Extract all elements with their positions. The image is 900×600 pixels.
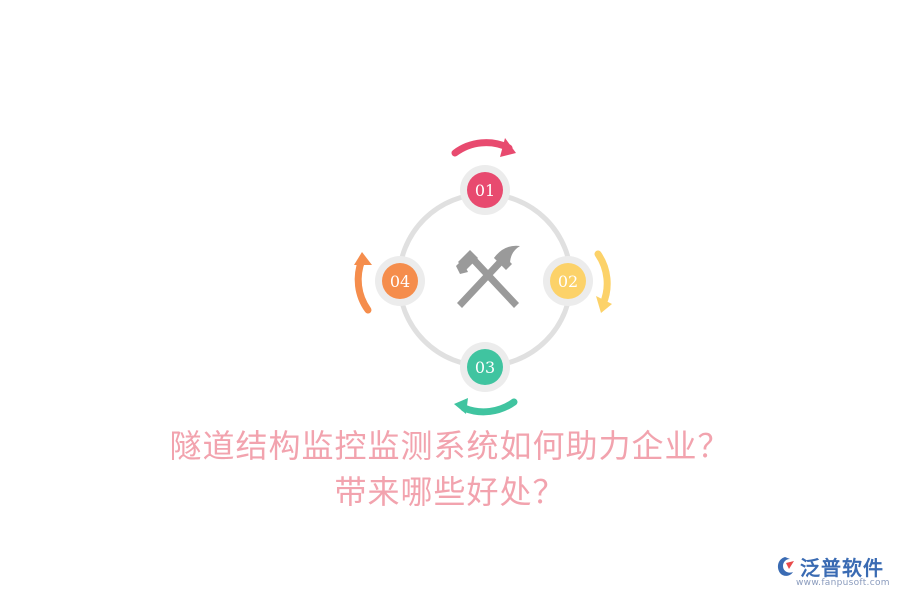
- brand-name: 泛普软件: [800, 556, 884, 580]
- step-label: 01: [475, 181, 495, 200]
- headline-line-1: 隧道结构监控监测系统如何助力企业？: [169, 427, 731, 465]
- arrow-bottom: [454, 398, 518, 416]
- step-node-01: 01: [460, 165, 510, 215]
- cycle-diagram: 01 02 03 04: [354, 138, 612, 416]
- step-label: 03: [475, 358, 495, 377]
- fanpu-logo-icon: [777, 557, 794, 576]
- arrow-left: [354, 252, 372, 314]
- brand-url: www.fanpusoft.com: [796, 578, 890, 588]
- step-node-03: 03: [460, 342, 510, 392]
- step-node-02: 02: [543, 256, 593, 306]
- step-node-04: 04: [375, 256, 425, 306]
- arrow-right: [594, 250, 612, 313]
- headline-line-2: 带来哪些好处？: [334, 473, 566, 511]
- arrow-top: [451, 138, 516, 157]
- step-label: 02: [558, 272, 578, 291]
- hammer-pick-crossed-icon: [456, 245, 520, 308]
- brand-logo: 泛普软件 www.fanpusoft.com: [774, 552, 892, 592]
- step-label: 04: [390, 272, 410, 291]
